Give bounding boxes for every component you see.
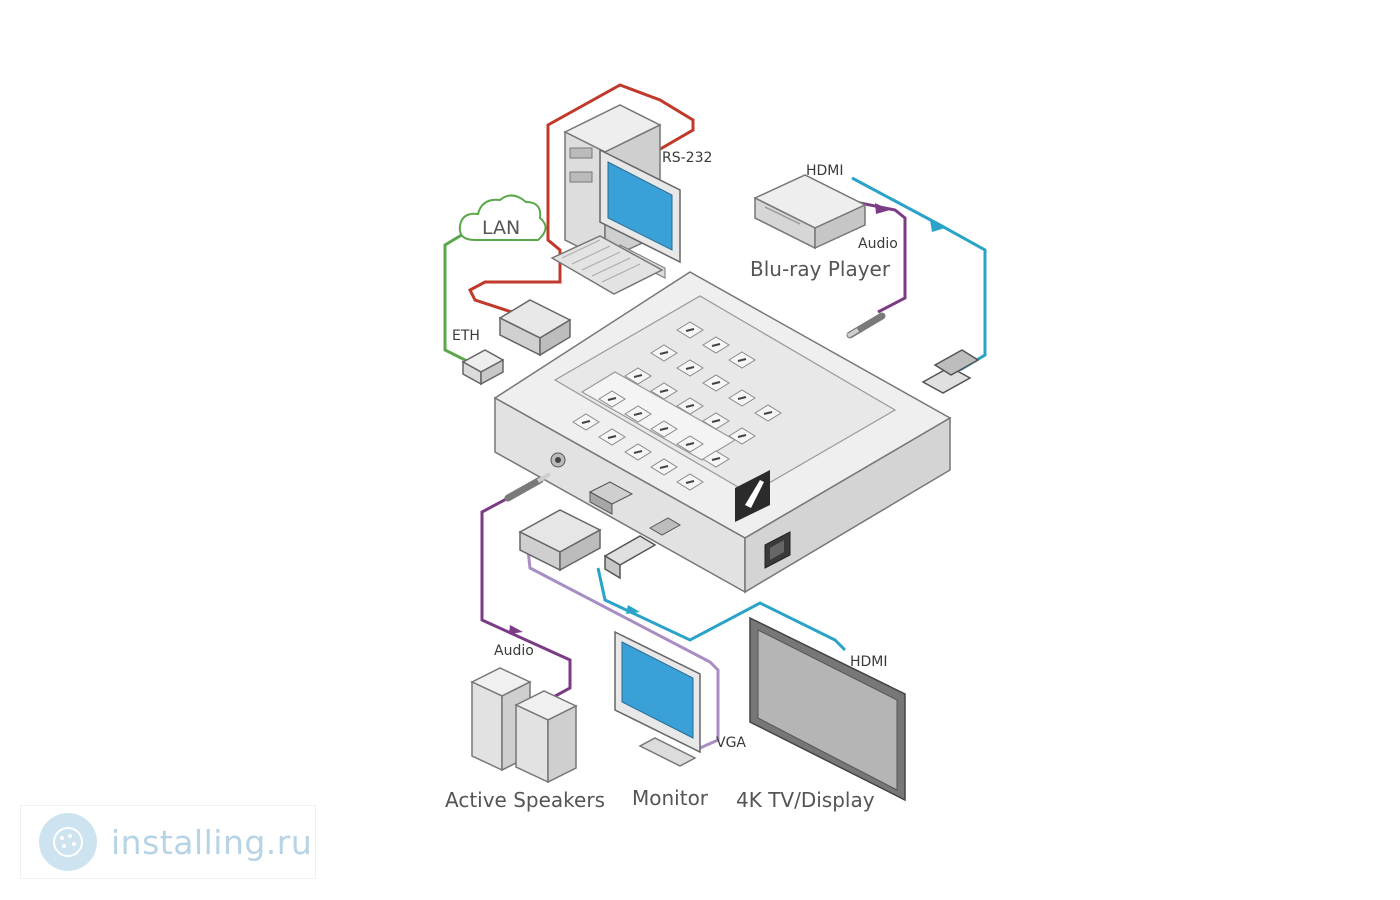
rs232-connector: [498, 299, 572, 357]
watermark: installing.ru: [20, 805, 316, 879]
front-panel-key-mark: [659, 465, 669, 469]
front-panel-key-mark: [633, 412, 643, 416]
front-panel-key-mark: [685, 480, 695, 484]
front-panel-key-mark: [633, 450, 643, 454]
front-panel-key-mark: [763, 411, 773, 415]
bluray-player: [753, 174, 867, 250]
front-panel-key-mark: [685, 366, 695, 370]
front-panel-key-mark: [685, 404, 695, 408]
audio-input-jack: [846, 312, 886, 339]
front-panel-key-mark: [737, 434, 747, 438]
monitor-label: Monitor: [632, 786, 709, 810]
device-rear-ports: [550, 452, 791, 569]
front-panel-key-mark: [659, 389, 669, 393]
front-panel-key-mark: [711, 381, 721, 385]
lan-label: LAN: [482, 217, 520, 239]
audio-output-jack: [504, 472, 552, 502]
speakers-label: Active Speakers: [445, 788, 605, 812]
front-panel-key-mark: [607, 397, 617, 401]
tv-label: 4K TV/Display: [736, 788, 875, 812]
front-panel-key-mark: [581, 420, 591, 424]
bluray-label: Blu-ray Player: [750, 257, 891, 281]
hdmi-input-arrow: [930, 220, 945, 232]
audio-input-label: Audio: [858, 236, 898, 252]
audio-output-arrow: [509, 625, 523, 634]
front-panel-key-mark: [633, 374, 643, 378]
audio-input-arrow: [875, 203, 890, 214]
active-speakers: [470, 667, 578, 784]
rs232-cable: [468, 83, 695, 327]
hdmi-output-arrow: [626, 605, 640, 614]
vga-monitor: [614, 630, 701, 767]
eth-connector: [461, 349, 505, 386]
eth-cable: [443, 228, 476, 367]
rs232-label: RS-232: [662, 150, 712, 166]
hdmi-input-connector: [921, 349, 980, 394]
lan-cloud: [458, 194, 547, 241]
watermark-logo-icon: [39, 813, 97, 871]
vga-label: VGA: [716, 735, 746, 751]
tv-display: [749, 616, 906, 802]
vga-output-connector: [518, 509, 602, 572]
front-panel-key-mark: [737, 358, 747, 362]
front-panel-key-mark: [711, 343, 721, 347]
hdmi-input-label: HDMI: [806, 163, 844, 179]
front-panel-key-mark: [711, 457, 721, 461]
front-panel-key-mark: [607, 435, 617, 439]
hdmi-output-connector: [603, 535, 657, 580]
hdmi-output-cable: [596, 567, 847, 652]
front-panel-key-mark: [685, 442, 695, 446]
audio-output-label: Audio: [494, 643, 534, 659]
watermark-text: installing.ru: [111, 822, 313, 862]
eth-label: ETH: [452, 328, 480, 344]
hdmi-output-label: HDMI: [850, 654, 888, 670]
audio-output-cable: [480, 495, 572, 702]
front-panel-key-mark: [685, 328, 695, 332]
front-panel-key-mark: [711, 419, 721, 423]
front-panel-buttons: [572, 321, 782, 491]
vga-cable: [526, 549, 720, 750]
front-panel-key-mark: [659, 427, 669, 431]
front-panel-key-mark: [659, 351, 669, 355]
front-panel-key-mark: [737, 396, 747, 400]
pc-workstation: [550, 104, 681, 295]
